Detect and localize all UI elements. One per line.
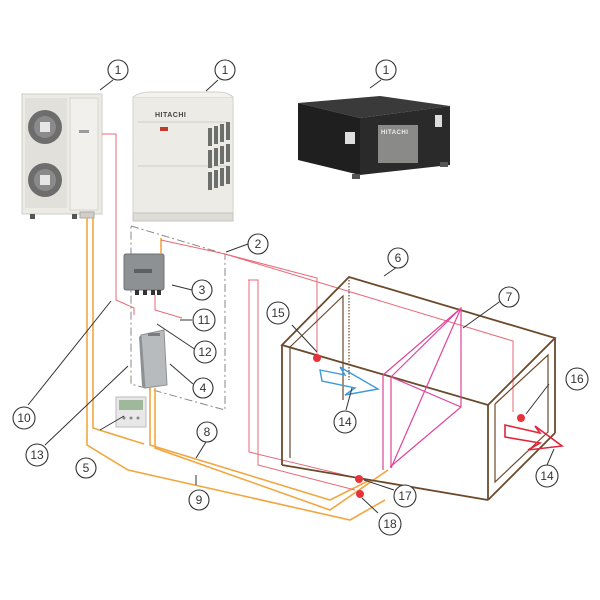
callout-16: 16: [565, 367, 589, 391]
expansion-valve-kit: [139, 329, 168, 389]
callout-4: 4: [192, 377, 214, 399]
svg-text:1: 1: [383, 63, 390, 77]
svg-text:3: 3: [199, 283, 206, 297]
callout-14a: 14: [333, 410, 357, 434]
callout-3: 3: [191, 279, 213, 301]
sensor-18: [356, 490, 364, 498]
svg-text:9: 9: [196, 493, 203, 507]
controller-enclosure: [130, 225, 226, 411]
callout-11: 11: [192, 308, 216, 332]
callout-1b: 1: [214, 59, 236, 81]
signal-wiring: [102, 133, 514, 491]
svg-text:16: 16: [570, 372, 584, 386]
callout-6: 6: [387, 247, 409, 269]
svg-text:15: 15: [271, 306, 285, 320]
svg-text:13: 13: [30, 448, 44, 462]
callout-1a: 1: [107, 59, 129, 81]
callout-15: 15: [266, 301, 290, 325]
outdoor-unit-large: HITACHI: [132, 91, 234, 222]
heat-exchanger-coil: [382, 306, 462, 470]
svg-text:5: 5: [83, 461, 90, 475]
svg-text:8: 8: [204, 425, 211, 439]
callout-14b: 14: [535, 464, 559, 488]
control-box: [123, 253, 165, 295]
sensor-17: [355, 475, 363, 483]
callout-17: 17: [393, 484, 417, 508]
callout-1c: 1: [375, 59, 397, 81]
svg-text:10: 10: [17, 411, 31, 425]
indoor-unit-brand: HITACHI: [381, 130, 408, 136]
svg-text:1: 1: [222, 63, 229, 77]
svg-text:7: 7: [506, 290, 513, 304]
svg-text:14: 14: [338, 415, 352, 429]
callout-9: 9: [188, 489, 210, 511]
svg-text:1: 1: [115, 63, 122, 77]
svg-text:17: 17: [398, 489, 412, 503]
callout-7: 7: [498, 286, 520, 308]
sensor-16: [517, 414, 525, 422]
callout-10: 10: [12, 406, 36, 430]
callout-18: 18: [378, 512, 402, 536]
svg-text:12: 12: [198, 345, 212, 359]
svg-text:18: 18: [383, 517, 397, 531]
callout-2: 2: [247, 233, 269, 255]
svg-text:14: 14: [540, 469, 554, 483]
air-handling-duct: [280, 275, 557, 501]
callout-8: 8: [196, 421, 218, 443]
leader-lines: [27, 79, 555, 514]
indoor-unit: HITACHI: [298, 96, 450, 179]
svg-text:11: 11: [198, 313, 211, 327]
sensor-15: [313, 354, 321, 362]
outdoor-unit-small: [21, 93, 103, 219]
outdoor-unit-brand: HITACHI: [155, 112, 186, 119]
svg-text:6: 6: [395, 251, 402, 265]
callout-13: 13: [25, 443, 49, 467]
inlet-airflow-arrow: [319, 366, 380, 396]
callout-12: 12: [193, 340, 217, 364]
svg-text:2: 2: [255, 237, 262, 251]
remote-controller: [115, 396, 147, 428]
refrigerant-piping: [86, 218, 389, 521]
svg-text:4: 4: [200, 381, 207, 395]
outlet-airflow-arrow: [504, 423, 565, 451]
callout-5: 5: [75, 457, 97, 479]
